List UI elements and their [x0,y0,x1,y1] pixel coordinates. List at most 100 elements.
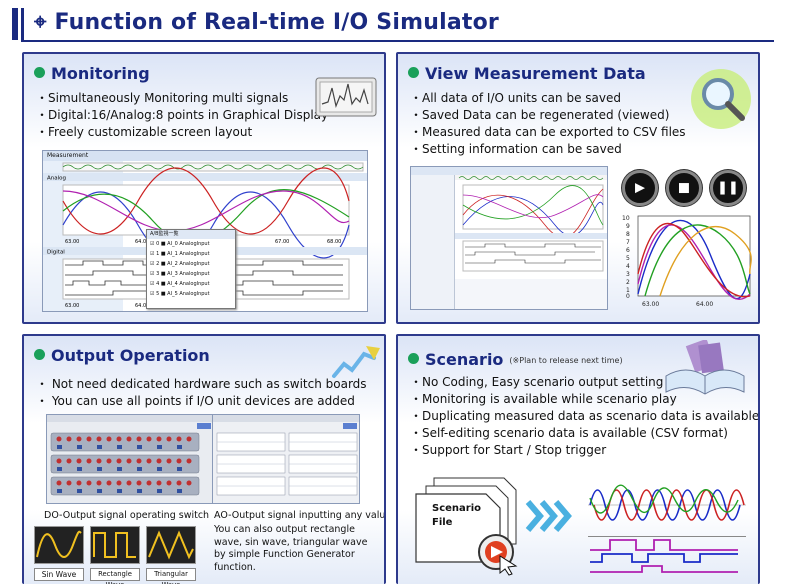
svg-text:4: 4 [626,263,630,270]
view-heading: View Measurement Data [408,64,646,83]
svg-text:1: 1 [626,287,630,294]
popup-row[interactable]: ☑ 2 ■ AI_2 AnalogInput [150,261,210,267]
popup-title: A/B監視一覧 [147,230,235,239]
viewer-sidebar [411,175,455,309]
monitoring-screenshot: Measurement Analog 63.00 64.00 67.00 68.… [42,150,368,312]
scenario-play-icon[interactable] [476,532,520,576]
svg-text:10: 10 [622,215,630,222]
bullet-dot-icon [408,67,419,78]
scenario-heading: Scenario (※Plan to release next time) [408,350,623,369]
output-heading: Output Operation [34,346,210,365]
monitoring-graph: Analog 63.00 64.00 67.00 68.00 Digital 6… [43,161,367,311]
file-label-line: Scenario [432,503,482,514]
ao-desc-line: wave, sin wave, triangular wave [214,536,368,548]
analog-section-label: Analog [47,176,66,182]
x-tick: 64.00 [135,303,149,309]
ao-input-screenshot [212,414,360,504]
output-panel: Output Operation ・ Not need dedicated ha… [22,334,386,584]
bullet-dot-icon [34,67,45,78]
x-tick: 68.00 [327,239,341,245]
signal-monitor-icon [315,77,377,117]
viewer-graph [455,175,607,309]
popup-row[interactable]: ☑ 5 ■ AI_5 AnalogInput [150,291,210,297]
view-bullets: ・All data of I/O units can be saved ・Sav… [410,90,686,158]
scenario-note: (※Plan to release next time) [509,356,623,365]
trend-arrow-icon [332,346,380,378]
triangular-wave-sample [146,526,196,564]
view-data-panel: View Measurement Data ・All data of I/O u… [396,52,760,324]
x-tick: 64.00 [696,301,713,308]
ao-caption: AO-Output signal inputting any values [214,510,386,521]
bullet-dot-icon [34,349,45,360]
do-switch-screenshot [46,414,214,504]
bullet-item: ・Setting information can be saved [410,142,622,156]
x-tick: 64.00 [135,239,149,245]
svg-text:8: 8 [626,231,630,238]
bullet-item: ・Saved Data can be regenerated (viewed) [410,108,670,122]
popup-row[interactable]: ☑ 1 ■ AI_1 AnalogInput [150,251,210,257]
popup-list: ☑ 0 ■ AI_0 AnalogInput ☑ 1 ■ AI_1 Analog… [147,239,235,299]
channel-list-popup[interactable]: A/B監視一覧 ☑ 0 ■ AI_0 AnalogInput ☑ 1 ■ AI_… [146,229,236,309]
view-heading-text: View Measurement Data [425,64,646,83]
bullet-item: ・Freely customizable screen layout [36,125,253,139]
chevron-right-icon [525,500,572,532]
pause-icon: ❚❚ [717,180,739,196]
window-title: Measurement [43,151,367,161]
x-tick: 63.00 [642,301,659,308]
bullet-item: ・Monitoring is available while scenario … [410,392,677,406]
digital-section-label: Digital [47,250,65,256]
bullet-item: ・All data of I/O units can be saved [410,91,621,105]
stop-icon: ■ [677,180,691,196]
play-icon: ▶ [635,180,645,196]
triangular-wave-label: Triangular Wave [146,568,196,584]
magnifier-icon [691,69,751,129]
rectangle-wave-label: Rectangle Wave [90,568,140,584]
waveform-chart: 10 9 8 7 6 5 4 3 2 1 0 63.00 64.00 [622,215,752,308]
ao-desc-line: You can also output rectangle [214,524,355,535]
rectangle-wave-sample [90,526,140,564]
stop-button[interactable]: ■ [666,170,702,206]
do-switch-grid [47,415,213,496]
svg-text:0: 0 [626,293,630,300]
book-icon [665,340,745,395]
scenario-file-stack [415,477,517,563]
bullet-item: ・Self-editing scenario data is available… [410,426,728,440]
x-tick: 63.00 [65,303,79,309]
svg-text:7: 7 [626,239,630,246]
scenario-heading-text: Scenario [425,350,504,369]
bullet-dot-icon [408,353,419,364]
bullet-item: ・Support for Start / Stop trigger [410,443,607,457]
file-label-line: File [432,517,453,528]
scenario-bullets: ・No Coding, Easy scenario output setting… [410,374,760,459]
output-bullets: ・ Not need dedicated hardware such as sw… [36,376,367,410]
ao-input-grid [213,415,359,496]
title-underline [21,40,774,42]
output-heading-text: Output Operation [51,346,210,365]
y-axis-ticks: 10 9 8 7 6 5 4 3 2 1 0 [622,215,630,300]
viewer-screenshot [410,166,608,310]
do-caption: DO-Output signal operating switch [44,510,210,521]
svg-text:3: 3 [626,271,630,278]
bullet-item: ・No Coding, Easy scenario output setting [410,375,664,389]
x-tick: 63.00 [65,239,79,245]
monitoring-panel: Monitoring ・Simultaneously Monitoring mu… [22,52,386,324]
viewer-menubar [411,167,607,175]
scenario-panel: Scenario (※Plan to release next time) ・No… [396,334,760,584]
scenario-file-label: Scenario File [432,502,481,530]
popup-row[interactable]: ☑ 4 ■ AI_4 AnalogInput [150,281,210,287]
bullet-item: ・ You can use all points if I/O unit dev… [36,394,355,408]
play-button[interactable]: ▶ [622,170,658,206]
title-stripe [12,8,18,40]
page-header: ⌖ Function of Real-time I/O Simulator [12,8,774,44]
bullet-item: ・Duplicating measured data as scenario d… [410,409,760,423]
bullet-item: ・Simultaneously Monitoring multi signals [36,91,289,105]
monitoring-heading-text: Monitoring [51,64,150,83]
svg-text:2: 2 [626,279,630,286]
pause-button[interactable]: ❚❚ [710,170,746,206]
popup-row[interactable]: ☑ 0 ■ AI_0 AnalogInput [150,241,210,247]
sin-wave-label: Sin Wave [34,568,84,581]
popup-row[interactable]: ☑ 3 ■ AI_3 AnalogInput [150,271,210,277]
ao-description: You can also output rectangle wave, sin … [214,524,367,574]
monitoring-bullets: ・Simultaneously Monitoring multi signals… [36,90,328,141]
title-stripe-thin [21,8,24,40]
